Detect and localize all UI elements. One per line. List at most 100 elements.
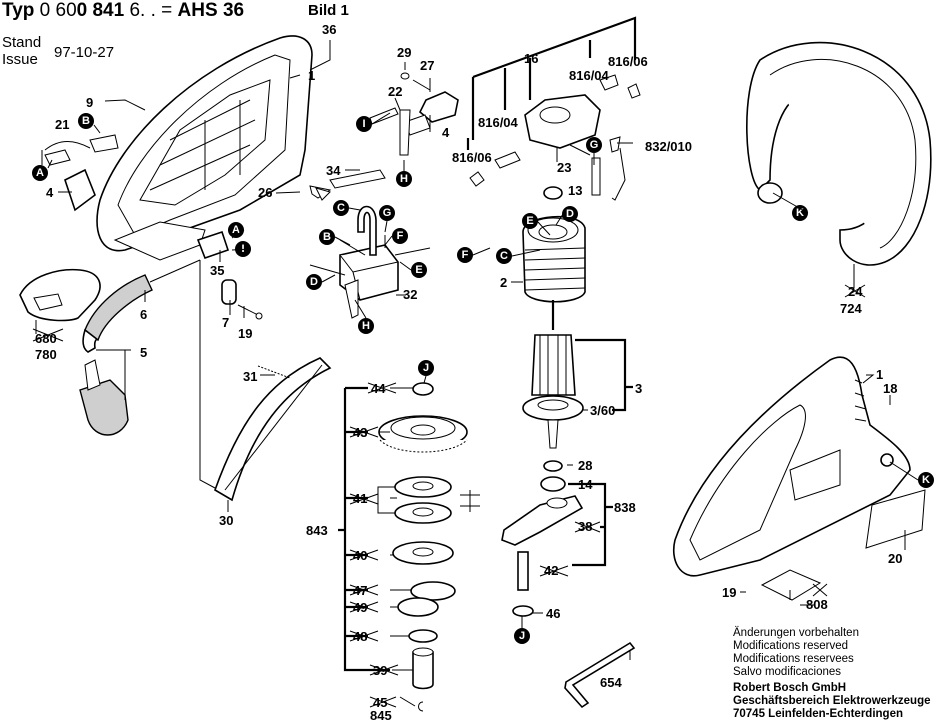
typ-number-a: 0 60: [39, 0, 77, 21]
part-label-1b: 1: [876, 367, 883, 382]
part-label-27: 27: [420, 58, 434, 73]
typ-number-c: 6. .: [129, 0, 156, 21]
part-label-41: 41: [353, 491, 367, 506]
part-label-38: 38: [578, 519, 592, 534]
part-label-23: 23: [557, 160, 571, 175]
svg-text:G: G: [590, 139, 599, 151]
part-label-42: 42: [544, 563, 558, 578]
typ-number-b: 0 841: [76, 0, 125, 21]
typ-prefix: Typ: [2, 0, 35, 21]
badge-c2: C: [496, 248, 512, 264]
svg-text:K: K: [922, 474, 930, 486]
badge-e: E: [411, 262, 427, 278]
drive-arm-drawing: [501, 460, 584, 617]
issue-date: 97-10-27: [54, 44, 115, 61]
svg-text:E: E: [415, 264, 422, 276]
armature-drawing: [522, 300, 584, 449]
part-label-30: 30: [219, 513, 233, 528]
svg-text:I: I: [362, 118, 365, 130]
part-label-36: 36: [322, 22, 336, 37]
part-label-32: 32: [403, 287, 417, 302]
svg-text:D: D: [310, 276, 318, 288]
switch-parts-drawing: [44, 72, 459, 212]
part-label-845: 845: [370, 708, 392, 720]
badge-h2: H: [358, 318, 374, 334]
badge-g: G: [379, 205, 395, 221]
part-label-28: 28: [578, 458, 592, 473]
part-label-48: 48: [353, 629, 367, 644]
note-line: Salvo modificaciones: [733, 666, 842, 678]
part-label-44: 44: [371, 381, 386, 396]
note-line: Modifications reserved: [733, 640, 849, 652]
badge-f2: F: [457, 247, 473, 263]
badge-k: K: [792, 205, 808, 221]
part-label-35: 35: [210, 263, 224, 278]
part-label-838: 838: [614, 500, 636, 515]
company-name: Robert Bosch GmbH: [733, 682, 847, 694]
typ-eq: =: [161, 0, 173, 21]
badge-b: B: [78, 113, 94, 129]
badge-b2: B: [319, 229, 335, 245]
svg-text:A: A: [36, 167, 44, 179]
part-label-14: 14: [578, 477, 593, 492]
cord-drawing: [19, 259, 201, 436]
stator-drawing: [522, 215, 586, 303]
front-handle-drawing: [746, 41, 932, 266]
part-label-47: 47: [353, 583, 367, 598]
leader-lines: [35, 16, 906, 707]
badge-a2: A: [228, 222, 244, 238]
svg-text:D: D: [566, 208, 574, 220]
housing-left-drawing: [96, 35, 313, 261]
svg-text:C: C: [337, 202, 345, 214]
brush-holder-drawing: [469, 74, 641, 201]
part-label-19b: 19: [722, 585, 736, 600]
part-label-45: 45: [373, 695, 387, 710]
badge-j: J: [418, 360, 434, 376]
svg-text:H: H: [400, 173, 408, 185]
part-label-5: 5: [140, 345, 147, 360]
svg-text:K: K: [796, 207, 804, 219]
suppressor-drawing: [309, 205, 431, 319]
svg-text:F: F: [462, 249, 469, 261]
badge-i2: I: [356, 116, 372, 132]
badge-d2: D: [562, 206, 578, 222]
company-division: Geschäftsbereich Elektrowerkzeuge: [733, 695, 931, 707]
part-label-654: 654: [600, 675, 622, 690]
housing-right-drawing: [673, 356, 926, 601]
model-name: AHS 36: [177, 0, 245, 21]
badge-c: C: [333, 200, 349, 216]
badge-d: D: [306, 274, 322, 290]
note-line: Änderungen vorbehalten: [733, 627, 859, 639]
part-label-13: 13: [568, 183, 582, 198]
note-line: Modifications reservees: [733, 653, 854, 665]
svg-text:H: H: [362, 320, 370, 332]
part-label-724: 724: [840, 301, 862, 316]
part-label-18: 18: [883, 381, 897, 396]
part-label-816-06-top: 816/06: [608, 54, 648, 69]
issue-label: Issue: [2, 51, 38, 68]
footer-notes: Änderungen vorbehalten Modifications res…: [733, 627, 931, 721]
part-label-1: 1: [308, 68, 315, 83]
part-label-2: 2: [500, 275, 507, 290]
part-label-780: 780: [35, 347, 57, 362]
blade-guard-drawing: [214, 357, 332, 502]
part-label-39: 39: [373, 663, 387, 678]
svg-text:B: B: [323, 231, 331, 243]
part-label-16: 16: [524, 51, 538, 66]
svg-text:J: J: [519, 630, 525, 642]
part-label-816-04-top: 816/04: [569, 68, 610, 83]
svg-text:A: A: [232, 224, 240, 236]
company-address: 70745 Leinfelden-Echterdingen: [733, 708, 903, 720]
part-label-816-06-left: 816/06: [452, 150, 492, 165]
part-label-34: 34: [326, 163, 341, 178]
svg-text:J: J: [423, 362, 429, 374]
part-label-21: 21: [55, 117, 69, 132]
svg-text:C: C: [500, 250, 508, 262]
part-label-3: 3: [635, 381, 642, 396]
part-label-832-010: 832/010: [645, 139, 692, 154]
svg-text:G: G: [383, 207, 392, 219]
part-label-40: 40: [353, 548, 367, 563]
gear-stack-drawing: [378, 382, 480, 712]
part-label-20: 20: [888, 551, 902, 566]
